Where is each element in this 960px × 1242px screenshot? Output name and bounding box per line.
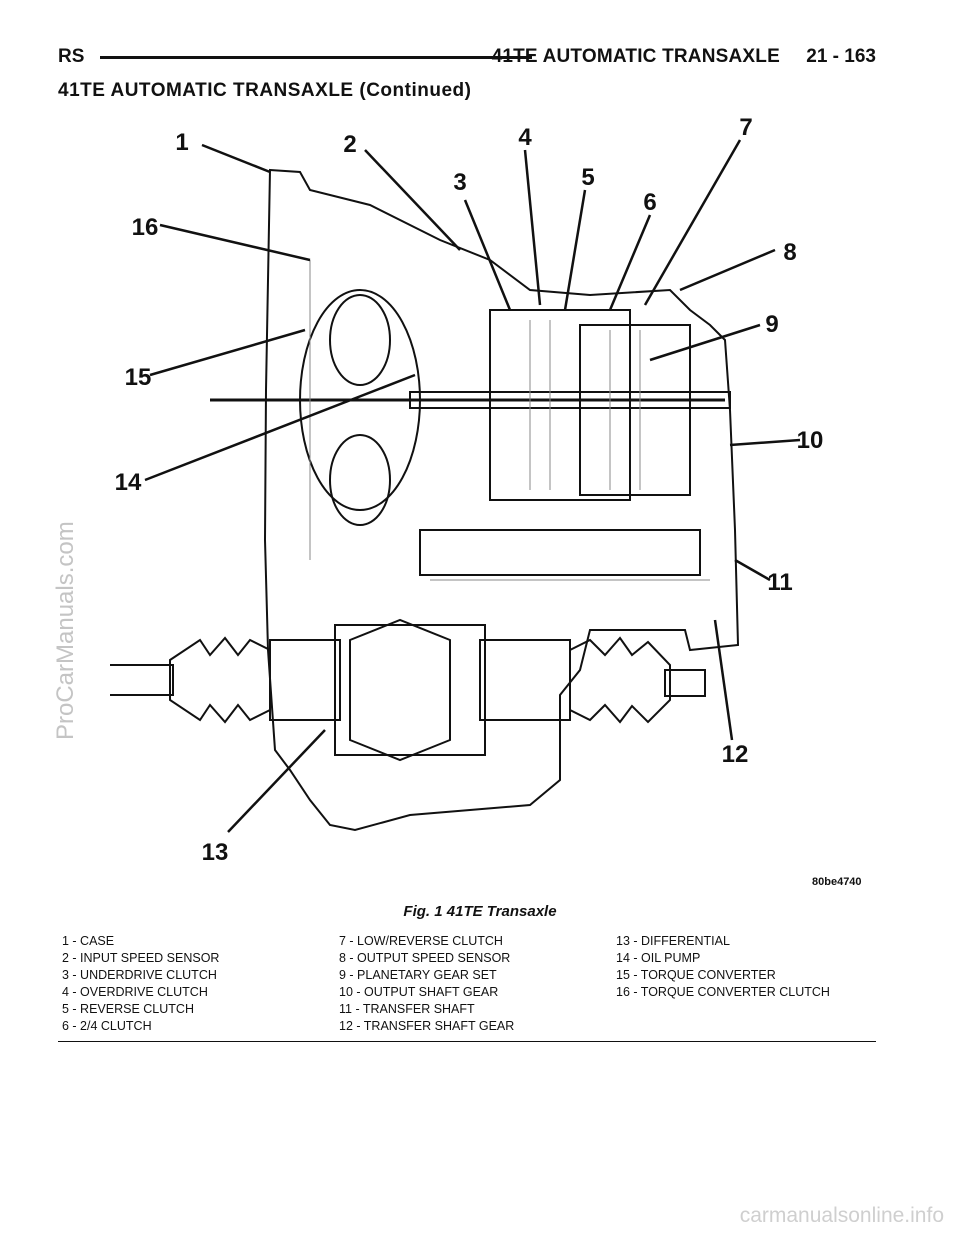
callout-5: 5 — [581, 164, 594, 191]
callout-6: 6 — [643, 189, 656, 216]
figure-legend: 1 - CASE 7 - LOW/REVERSE CLUTCH 13 - DIF… — [62, 933, 872, 1034]
callout-7: 7 — [739, 114, 752, 141]
transaxle-diagram: 1 2 3 4 5 6 7 8 9 10 11 12 13 14 15 16 — [110, 114, 824, 866]
callout-15: 15 — [125, 364, 152, 391]
callout-3: 3 — [453, 169, 466, 196]
legend-item: 9 - PLANETARY GEAR SET — [339, 968, 497, 982]
page-header: RS 41TE AUTOMATIC TRANSAXLE 21 - 163 — [58, 38, 876, 74]
bottom-watermark: carmanualsonline.info — [739, 1204, 944, 1227]
right-axle-boot — [569, 636, 671, 724]
bottom-rule — [58, 1041, 876, 1042]
callout-9: 9 — [765, 311, 778, 338]
callout-8: 8 — [783, 239, 796, 266]
legend-item: 2 - INPUT SPEED SENSOR — [62, 951, 220, 965]
legend-item: 13 - DIFFERENTIAL — [616, 934, 730, 948]
legend-item: 11 - TRANSFER SHAFT — [339, 1002, 475, 1016]
callout-16: 16 — [132, 214, 159, 241]
clutch-pack — [489, 309, 631, 501]
legend-item: 1 - CASE — [62, 934, 115, 948]
legend-item: 10 - OUTPUT SHAFT GEAR — [339, 985, 499, 999]
callout-1: 1 — [175, 129, 188, 156]
legend-item: 12 - TRANSFER SHAFT GEAR — [339, 1019, 515, 1033]
image-code: 80be4740 — [812, 876, 862, 888]
legend-item: 7 - LOW/REVERSE CLUTCH — [339, 934, 503, 948]
case-outline — [263, 168, 740, 832]
callout-10: 10 — [797, 427, 824, 454]
legend-item: 8 - OUTPUT SPEED SENSOR — [339, 951, 511, 965]
callout-11: 11 — [767, 569, 792, 596]
legend-item: 4 - OVERDRIVE CLUTCH — [62, 985, 208, 999]
transfer-shaft — [419, 529, 701, 576]
left-axle-boot — [169, 636, 271, 724]
callout-4: 4 — [518, 124, 532, 151]
header-title: 41TE AUTOMATIC TRANSAXLE — [491, 46, 780, 67]
legend-item: 14 - OIL PUMP — [616, 951, 701, 965]
differential — [334, 624, 486, 756]
legend-item: 5 - REVERSE CLUTCH — [62, 1002, 194, 1016]
callout-13: 13 — [202, 839, 229, 866]
figure-caption: Fig. 1 41TE Transaxle — [403, 903, 557, 920]
legend-item — [616, 1018, 872, 1034]
page-number: 21 - 163 — [806, 46, 876, 67]
callout-12: 12 — [722, 741, 749, 768]
legend-item: 16 - TORQUE CONVERTER CLUTCH — [616, 985, 830, 999]
header-section-code: RS — [58, 46, 85, 67]
header-rule — [100, 56, 532, 59]
legend-item — [616, 1001, 872, 1017]
legend-item: 15 - TORQUE CONVERTER — [616, 968, 776, 982]
callout-14: 14 — [115, 469, 142, 496]
side-watermark: ProCarManuals.com — [52, 521, 79, 740]
callout-2: 2 — [343, 131, 356, 158]
legend-item: 3 - UNDERDRIVE CLUTCH — [62, 968, 217, 982]
legend-item: 6 - 2/4 CLUTCH — [62, 1019, 152, 1033]
section-title: 41TE AUTOMATIC TRANSAXLE (Continued) — [58, 80, 472, 101]
